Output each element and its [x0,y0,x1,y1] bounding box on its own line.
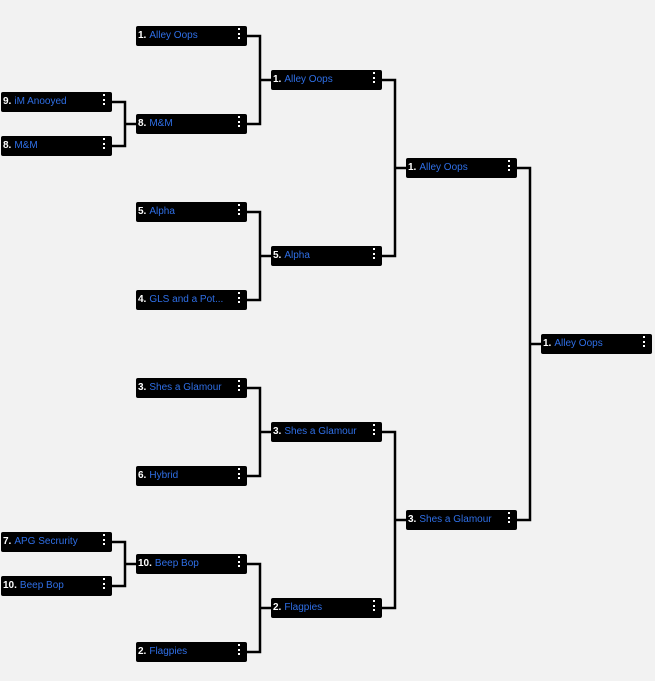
match-slot[interactable]: 2. Flagpies [136,642,247,662]
match-slot[interactable]: 8. M&M [136,114,247,134]
kebab-menu-icon[interactable] [102,578,106,589]
kebab-menu-icon[interactable] [237,556,241,567]
connector-r2-pair-4 [247,562,272,654]
team-link[interactable]: Alpha [149,206,175,217]
team-link[interactable]: Beep Bop [154,558,199,569]
kebab-menu-icon[interactable] [102,94,106,105]
team-link[interactable]: Shes a Glamour [284,426,357,437]
kebab-menu-icon[interactable] [237,644,241,655]
seed-number: 8. [138,118,147,129]
connector-sf-pair [517,166,542,522]
kebab-menu-icon[interactable] [102,534,106,545]
kebab-menu-icon[interactable] [372,72,376,83]
team-link[interactable]: Flagpies [149,646,188,657]
match-slot[interactable]: 1. Alley Oops [136,26,247,46]
seed-number: 9. [3,96,12,107]
connector-r1-pair-2 [112,540,137,588]
kebab-menu-icon[interactable] [642,336,646,347]
match-slot[interactable]: 3. Shes a Glamour [406,510,517,530]
match-slot[interactable]: 10. Beep Bop [1,576,112,596]
team-link[interactable]: GLS and a Pot... [149,294,224,305]
match-slot[interactable]: 6. Hybrid [136,466,247,486]
kebab-menu-icon[interactable] [237,116,241,127]
match-slot[interactable]: 8. M&M [1,136,112,156]
kebab-menu-icon[interactable] [237,28,241,39]
team-link[interactable]: Shes a Glamour [149,382,222,393]
kebab-menu-icon[interactable] [237,292,241,303]
seed-number: 2. [273,602,282,613]
kebab-menu-icon[interactable] [237,468,241,479]
kebab-menu-icon[interactable] [507,160,511,171]
seed-number: 3. [138,382,147,393]
kebab-menu-icon[interactable] [102,138,106,149]
match-slot[interactable]: 1. Alley Oops [271,70,382,90]
seed-number: 1. [273,74,282,85]
team-link[interactable]: Alpha [284,250,310,261]
seed-number: 5. [273,250,282,261]
connector-qf-pair-1 [382,78,407,258]
kebab-menu-icon[interactable] [372,248,376,259]
connector-r2-pair-2 [247,210,272,302]
seed-number: 5. [138,206,147,217]
seed-number: 8. [3,140,12,151]
team-link[interactable]: Hybrid [149,470,179,481]
team-link[interactable]: Flagpies [284,602,323,613]
team-link[interactable]: Beep Bop [19,580,64,591]
seed-number: 2. [138,646,147,657]
team-link[interactable]: Alley Oops [554,338,603,349]
seed-number: 1. [543,338,552,349]
kebab-menu-icon[interactable] [372,424,376,435]
team-link[interactable]: iM Anooyed [14,96,67,107]
match-slot[interactable]: 3. Shes a Glamour [136,378,247,398]
team-link[interactable]: APG Secrurity [14,536,78,547]
team-link[interactable]: M&M [14,140,38,151]
connector-qf-pair-2 [382,430,407,610]
seed-number: 10. [3,580,17,591]
match-slot[interactable]: 2. Flagpies [271,598,382,618]
match-slot-final[interactable]: 1. Alley Oops [541,334,652,354]
kebab-menu-icon[interactable] [372,600,376,611]
match-slot[interactable]: 9. iM Anooyed [1,92,112,112]
match-slot[interactable]: 5. Alpha [136,202,247,222]
connector-r2-pair-1 [247,34,272,126]
kebab-menu-icon[interactable] [507,512,511,523]
team-link[interactable]: Shes a Glamour [419,514,492,525]
match-slot[interactable]: 7. APG Secrurity [1,532,112,552]
match-slot[interactable]: 4. GLS and a Pot... [136,290,247,310]
connector-r2-pair-3 [247,386,272,478]
connector-r1-pair-1 [112,100,137,148]
team-link[interactable]: Alley Oops [419,162,468,173]
team-link[interactable]: Alley Oops [149,30,198,41]
team-link[interactable]: M&M [149,118,173,129]
seed-number: 10. [138,558,152,569]
seed-number: 4. [138,294,147,305]
seed-number: 3. [408,514,417,525]
team-link[interactable]: Alley Oops [284,74,333,85]
match-slot[interactable]: 1. Alley Oops [406,158,517,178]
kebab-menu-icon[interactable] [237,380,241,391]
seed-number: 7. [3,536,12,547]
match-slot[interactable]: 5. Alpha [271,246,382,266]
seed-number: 1. [138,30,147,41]
seed-number: 3. [273,426,282,437]
seed-number: 1. [408,162,417,173]
kebab-menu-icon[interactable] [237,204,241,215]
match-slot[interactable]: 3. Shes a Glamour [271,422,382,442]
seed-number: 6. [138,470,147,481]
match-slot[interactable]: 10. Beep Bop [136,554,247,574]
